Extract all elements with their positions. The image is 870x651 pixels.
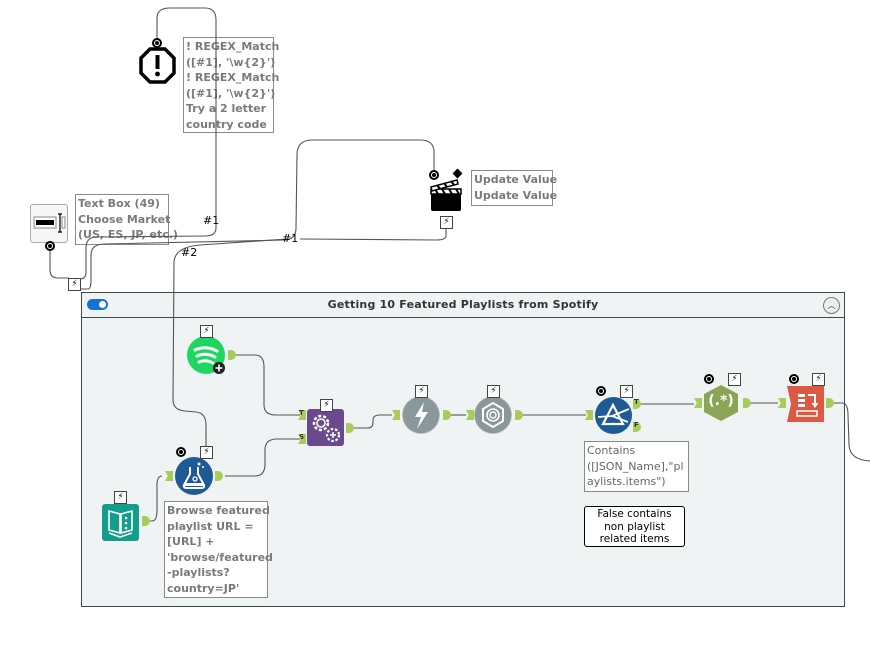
flask-icon <box>175 457 213 495</box>
q-badge-icon <box>596 386 606 396</box>
connection-label: #1 <box>203 214 220 227</box>
output-anchor[interactable] <box>515 410 523 420</box>
text-box-tool[interactable] <box>30 204 68 243</box>
container-enable-toggle[interactable] <box>87 299 108 310</box>
textbox-annotation: Text Box (49)Choose Market(US, ES, JP, e… <box>75 194 178 245</box>
output-anchor[interactable] <box>346 423 354 433</box>
action-tool[interactable] <box>429 176 463 212</box>
lightning-badge-icon[interactable]: ⚡ <box>487 385 500 398</box>
clapperboard-icon <box>430 179 462 211</box>
q-badge-icon <box>176 447 186 457</box>
text-input-book-tool[interactable] <box>102 504 139 541</box>
lightning-badge-icon[interactable]: ⚡ <box>200 325 213 338</box>
error-annotation: ! REGEX_Match([#1], '\w{2}')! REGEX_Matc… <box>183 37 279 133</box>
regex-hexagon-icon <box>704 385 738 421</box>
false-output-anchor[interactable]: F <box>633 421 641 432</box>
detour-lightning-tool[interactable] <box>402 396 440 434</box>
lightning-badge-icon[interactable]: ⚡ <box>200 446 213 459</box>
columns-arrow-icon <box>787 386 824 422</box>
octagon-exclamation-icon <box>139 47 176 84</box>
gears-icon <box>307 409 344 446</box>
q-badge-icon <box>152 38 162 48</box>
lightning-badge-icon[interactable]: ⚡ <box>320 399 333 412</box>
output-anchor[interactable] <box>743 398 751 408</box>
true-output-anchor[interactable]: T <box>633 398 641 409</box>
wire-update-bolt <box>299 228 447 241</box>
text-to-columns-tool[interactable] <box>787 386 824 422</box>
input-anchor[interactable] <box>585 410 593 420</box>
input-anchor-t[interactable]: T <box>298 410 306 420</box>
container-header[interactable]: Getting 10 Featured Playlists from Spoti… <box>82 293 844 318</box>
output-anchor[interactable] <box>215 471 223 481</box>
wire-textbox-q <box>49 250 69 279</box>
input-anchor-s[interactable]: S <box>298 434 306 444</box>
spotify-connector-tool[interactable] <box>187 336 225 374</box>
lightning-badge-icon[interactable]: ⚡ <box>415 385 428 398</box>
lightning-badge-icon[interactable]: ⚡ <box>812 373 825 386</box>
prism-icon <box>595 397 632 434</box>
formula-tool[interactable] <box>175 457 213 495</box>
output-anchor[interactable] <box>443 410 451 420</box>
q-badge-icon <box>45 241 55 251</box>
q-badge-icon <box>789 374 799 384</box>
lightning-badge-icon[interactable]: ⚡ <box>620 385 633 398</box>
regex-tool[interactable]: (.*) <box>702 384 740 422</box>
input-anchor[interactable] <box>778 398 786 408</box>
spiral-gear-icon <box>474 396 512 434</box>
q-badge-icon <box>429 170 439 180</box>
output-anchor[interactable] <box>142 516 150 526</box>
lightning-badge-icon[interactable]: ⚡ <box>68 278 81 291</box>
lightning-badge-icon[interactable]: ⚡ <box>728 373 741 386</box>
filter-tool[interactable] <box>595 397 632 434</box>
connection-label: #1 <box>282 232 299 245</box>
lightning-gear-icon <box>402 396 440 434</box>
regex-glyph: (.*) <box>708 393 734 409</box>
input-anchor[interactable] <box>466 410 474 420</box>
book-icon <box>102 504 139 541</box>
macro-tool[interactable] <box>307 409 344 446</box>
q-badge-icon <box>704 374 714 384</box>
output-anchor[interactable] <box>826 398 834 408</box>
connection-label: #2 <box>181 246 198 259</box>
spotify-icon <box>187 336 225 374</box>
container-title: Getting 10 Featured Playlists from Spoti… <box>327 298 599 311</box>
json-parse-tool[interactable] <box>474 396 512 434</box>
chevron-up-icon[interactable]: ︿ <box>823 297 840 314</box>
input-anchor[interactable] <box>694 398 702 408</box>
lightning-badge-icon[interactable]: ⚡ <box>114 491 127 504</box>
lightning-badge-icon[interactable]: ⚡ <box>440 216 453 229</box>
input-anchor[interactable] <box>165 471 173 481</box>
error-message-tool[interactable] <box>139 47 176 84</box>
input-anchor[interactable] <box>392 410 400 420</box>
text-input-icon <box>33 213 66 233</box>
